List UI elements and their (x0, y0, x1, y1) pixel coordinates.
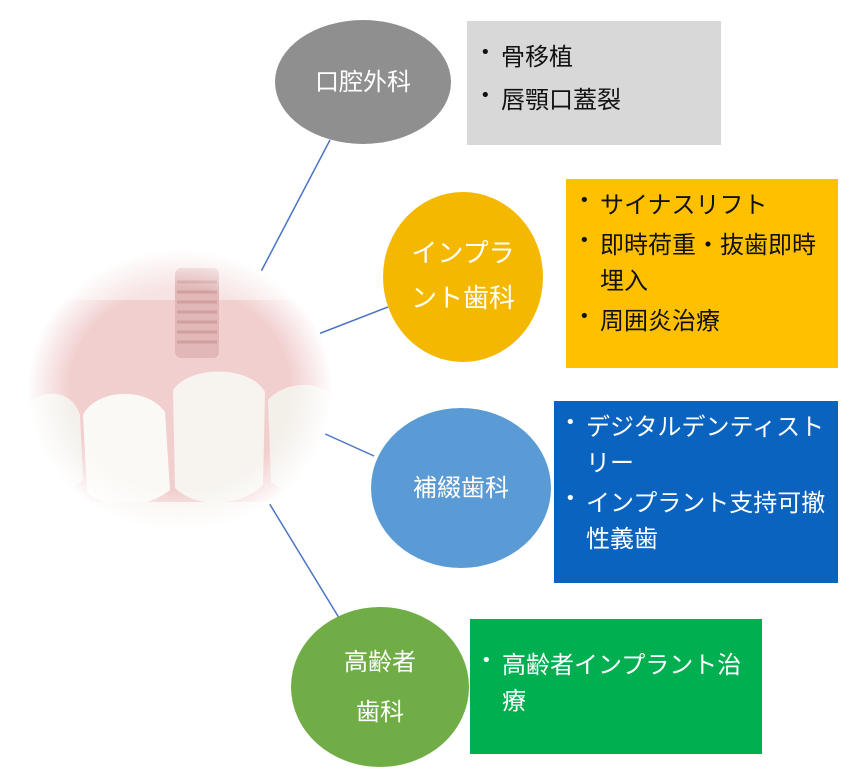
category-label-line1: 高齢者 (344, 647, 416, 676)
list-item: 即時荷重・抜歯即時埋入 (574, 227, 830, 299)
category-label: 補綴歯科 (413, 473, 509, 502)
teeth-implant-image (27, 249, 333, 531)
category-implant-dentistry: インプラ ント歯科 (383, 192, 543, 362)
category-prosthodontics: 補綴歯科 (371, 408, 551, 568)
category-geriatric-dentistry: 高齢者 歯科 (291, 607, 469, 767)
list-item: インプラント支持可撤性義歯 (560, 485, 832, 557)
list-item: 唇顎口蓋裂 (475, 82, 713, 118)
items-box-implant-dentistry: サイナスリフト 即時荷重・抜歯即時埋入 周囲炎治療 (566, 179, 838, 368)
list-item: 高齢者インプラント治療 (476, 647, 756, 719)
category-label-line2: ント歯科 (410, 284, 515, 314)
items-box-geriatric-dentistry: 高齢者インプラント治療 (470, 619, 762, 754)
category-label: 口腔外科 (315, 67, 411, 96)
list-item: 周囲炎治療 (574, 303, 830, 339)
category-oral-surgery: 口腔外科 (275, 20, 451, 144)
connector-oral-surgery (254, 139, 331, 284)
items-box-oral-surgery: 骨移植 唇顎口蓋裂 (467, 21, 721, 145)
category-label-line2: 歯科 (356, 698, 404, 726)
list-item: 骨移植 (475, 39, 713, 75)
category-label-line1: インプラ (411, 238, 515, 269)
list-item: デジタルデンティストリー (560, 409, 832, 481)
items-box-prosthodontics: デジタルデンティストリー インプラント支持可撤性義歯 (554, 401, 838, 583)
list-item: サイナスリフト (574, 187, 830, 223)
connector-geriatric (254, 479, 345, 627)
